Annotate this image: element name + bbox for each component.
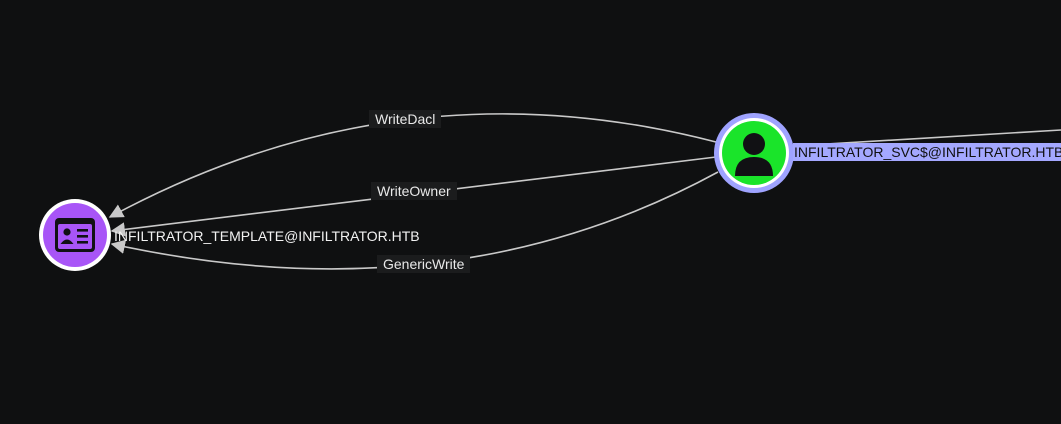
- edge-write-dacl[interactable]: [108, 113, 717, 218]
- certificate-template-icon: [55, 218, 95, 257]
- node-service-account-ring: [719, 118, 789, 188]
- node-template-fill: [43, 203, 107, 267]
- node-service-account-fill: [722, 121, 786, 185]
- edge-label-generic-write[interactable]: GenericWrite: [377, 255, 471, 273]
- edge-label-write-owner[interactable]: WriteOwner: [371, 182, 457, 200]
- user-icon: [735, 132, 773, 181]
- edge-label-write-dacl[interactable]: WriteDacl: [369, 110, 442, 128]
- node-service-account[interactable]: [714, 113, 794, 193]
- node-template[interactable]: [39, 199, 111, 271]
- node-template-label[interactable]: INFILTRATOR_TEMPLATE@INFILTRATOR.HTB: [114, 228, 420, 244]
- node-service-account-label[interactable]: INFILTRATOR_SVC$@INFILTRATOR.HTB: [793, 143, 1061, 161]
